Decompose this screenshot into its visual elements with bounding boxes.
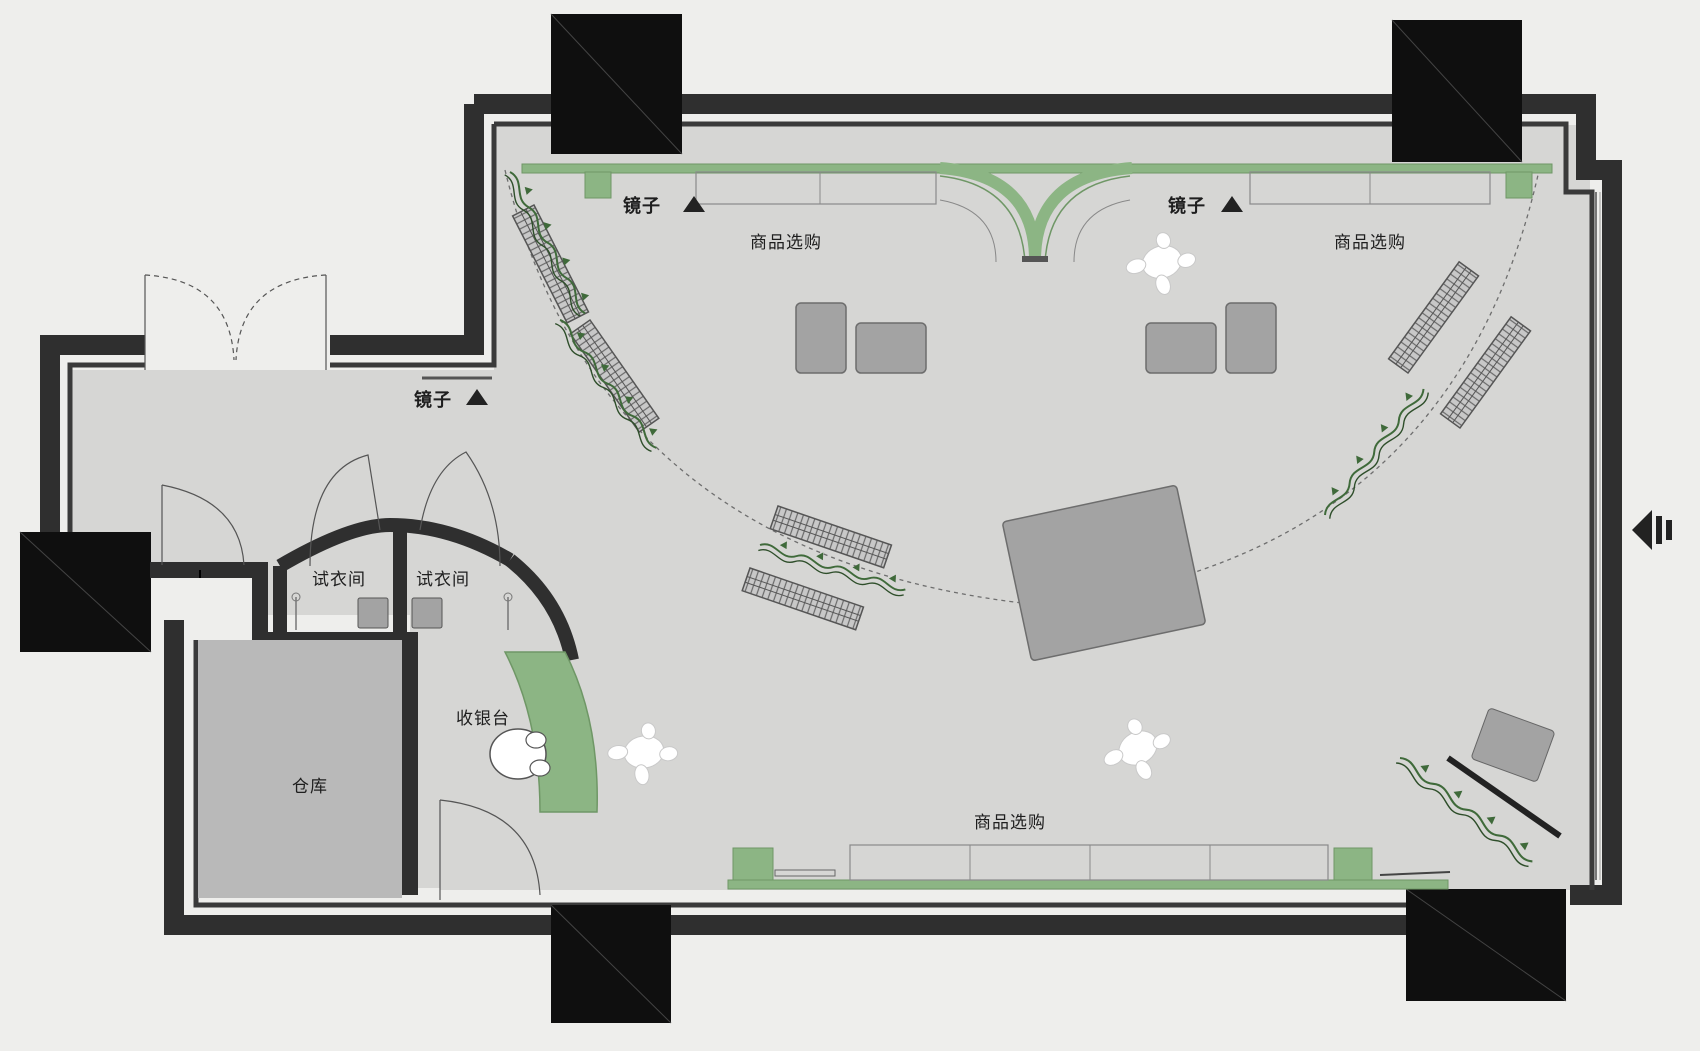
triangle-icon (1221, 196, 1243, 212)
fitting-room-stools (291, 592, 513, 630)
mirror-label-entry: 镜子 (414, 390, 452, 411)
shopping-area-label-top-right: 商品选购 (1334, 233, 1406, 253)
outer-wall (40, 94, 1622, 935)
warehouse-label: 仓库 (292, 777, 328, 797)
triangle-icon (466, 389, 488, 405)
mirror-label-top-left: 镜子 (623, 196, 661, 217)
shopping-area-label-top-left: 商品选购 (750, 233, 822, 253)
warehouse-room (198, 640, 402, 898)
cashier-counter[interactable] (503, 651, 598, 813)
circulation-arc (504, 169, 1539, 606)
cashier-label: 收银台 (456, 709, 510, 729)
wall-shelf-top (521, 163, 1553, 205)
arc-display-wall (939, 162, 1133, 263)
door-swings (144, 274, 541, 900)
mirror-label-top-right: 镜子 (1168, 196, 1206, 217)
shopping-area-label-bottom: 商品选购 (974, 813, 1046, 833)
entrance-arrow-icon (1632, 510, 1672, 550)
seating-right (1145, 302, 1277, 374)
rack-group-corner (1393, 708, 1562, 870)
fitting-room-label-1: 试衣间 (312, 570, 366, 590)
cashier-person-icon (489, 728, 551, 780)
display-table (1002, 485, 1206, 661)
fitting-room-label-2: 试衣间 (416, 570, 470, 590)
triangle-icon (683, 196, 705, 212)
wall-shelf-bottom (727, 844, 1451, 890)
inner-wall-line (67, 121, 1595, 908)
entry-floor (70, 130, 1590, 890)
columns (19, 13, 1567, 1024)
seating-left (795, 302, 927, 374)
